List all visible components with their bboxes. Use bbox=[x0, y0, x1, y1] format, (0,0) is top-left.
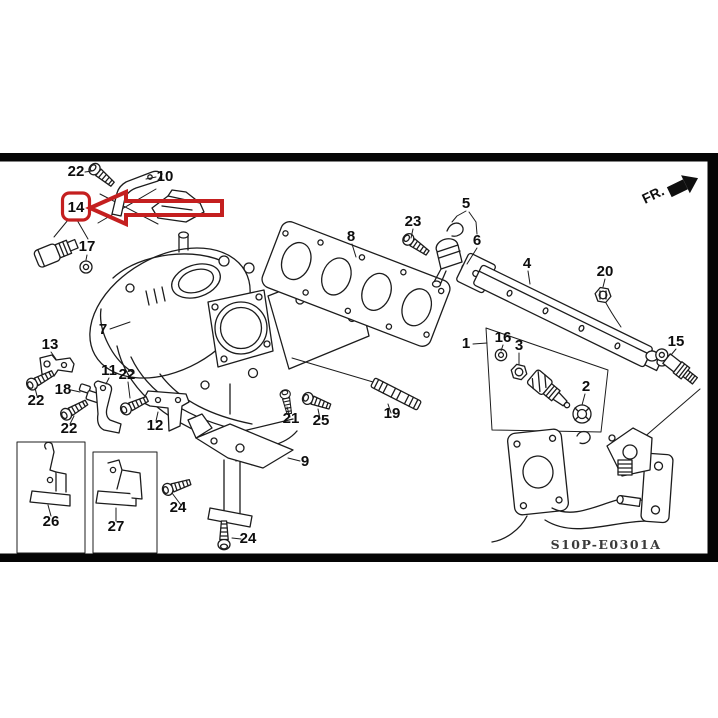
callout-22-8: 22 bbox=[61, 420, 78, 437]
callout-14-2: 14 bbox=[68, 199, 85, 216]
fasteners bbox=[23, 160, 432, 551]
callout-25-27: 25 bbox=[313, 412, 330, 429]
callout-15-24: 15 bbox=[668, 333, 685, 350]
callout-24-29: 24 bbox=[170, 499, 187, 516]
callout-1-20: 1 bbox=[462, 335, 470, 352]
callout-9-28: 9 bbox=[301, 453, 309, 470]
callout-4-18: 4 bbox=[523, 255, 532, 272]
part-27-bracket bbox=[95, 459, 143, 507]
inset-boxes bbox=[16, 441, 158, 554]
part-15-sensor bbox=[655, 348, 699, 385]
callout-6-17: 6 bbox=[473, 232, 481, 249]
callout-19-25: 19 bbox=[384, 405, 401, 422]
fuel-injector bbox=[526, 369, 571, 409]
callout-8-14: 8 bbox=[347, 228, 355, 245]
callout-17-3: 17 bbox=[79, 238, 96, 255]
highlight-arrow bbox=[85, 188, 224, 228]
drawing-code: S10P-E0301A bbox=[551, 537, 662, 552]
highlight-annotations bbox=[60, 188, 224, 228]
part-7-intake-manifold bbox=[89, 231, 370, 466]
part-9-bracket bbox=[187, 413, 294, 528]
callout-21-26: 21 bbox=[283, 410, 300, 427]
callout-2-23: 2 bbox=[582, 378, 590, 395]
callout-11-9: 11 bbox=[101, 362, 117, 379]
callout-22-7: 22 bbox=[28, 392, 45, 409]
part-26-bracket bbox=[29, 441, 71, 507]
callout-27-13: 27 bbox=[108, 518, 125, 535]
callout-18-6: 18 bbox=[55, 381, 72, 398]
callout-10-1: 10 bbox=[157, 168, 174, 185]
callout-20-19: 20 bbox=[597, 263, 614, 280]
callout-22-10: 22 bbox=[119, 366, 136, 383]
small-brackets bbox=[39, 354, 190, 434]
scan-frame bbox=[0, 153, 718, 562]
callout-22-0: 22 bbox=[68, 163, 85, 180]
callout-12-11: 12 bbox=[147, 417, 164, 434]
fr-direction: FR. bbox=[639, 175, 699, 207]
leader-lines bbox=[34, 170, 677, 540]
part-8-gasket bbox=[261, 221, 451, 347]
lower-manifold bbox=[491, 388, 701, 543]
callout-5-16: 5 bbox=[462, 195, 470, 212]
callout-7-4: 7 bbox=[99, 321, 107, 338]
callout-13-5: 13 bbox=[42, 336, 59, 353]
callout-26-12: 26 bbox=[43, 513, 60, 530]
callout-16-21: 16 bbox=[495, 329, 512, 346]
part-14-sensor bbox=[33, 238, 79, 268]
callout-24-30: 24 bbox=[240, 530, 257, 547]
callout-3-22: 3 bbox=[515, 337, 523, 354]
fr-direction-arrow-icon bbox=[666, 175, 699, 198]
callout-23-15: 23 bbox=[405, 213, 422, 230]
fr-label: FR. bbox=[639, 182, 666, 206]
stud-19 bbox=[370, 377, 422, 411]
